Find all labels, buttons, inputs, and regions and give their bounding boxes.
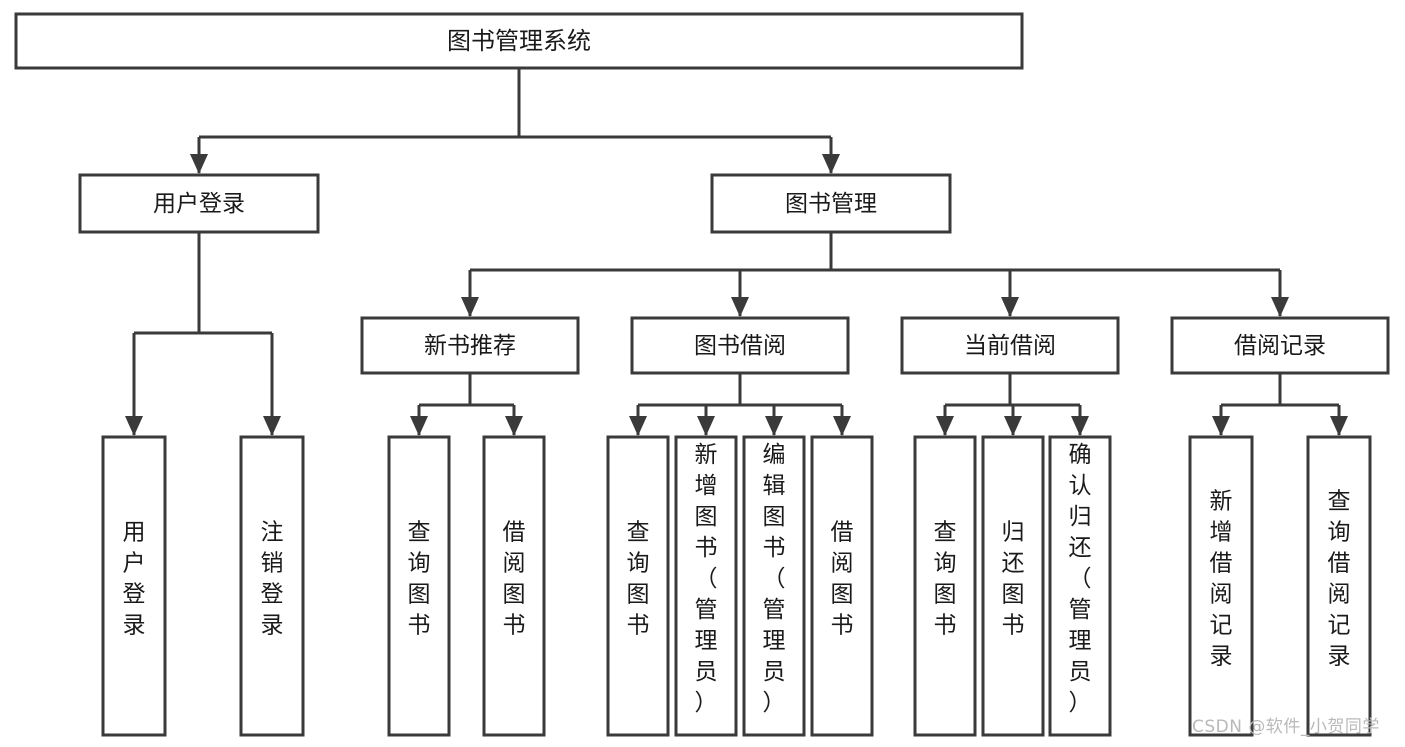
node-leaf-编辑图书管理员-6[interactable]: 编辑图书（管理员） bbox=[742, 435, 806, 737]
node-leaf-借阅图书-7[interactable]: 借阅图书 bbox=[810, 435, 874, 737]
node-box-outline bbox=[1170, 316, 1390, 375]
node-label: 借阅图书 bbox=[503, 520, 526, 639]
node-box-outline bbox=[101, 435, 167, 737]
node-label: 注销登录 bbox=[261, 520, 284, 639]
node-box-outline bbox=[900, 316, 1120, 375]
node-leaf-查询图书-8[interactable]: 查询图书 bbox=[913, 435, 977, 737]
node-level2-借阅记录-3[interactable]: 借阅记录 bbox=[1170, 316, 1390, 375]
node-leaf-确认归还管理员-10[interactable]: 确认归还（管理员） bbox=[1048, 435, 1112, 737]
arrow-head-icon-leaf-4 bbox=[629, 416, 647, 436]
node-level2-当前借阅-2[interactable]: 当前借阅 bbox=[900, 316, 1120, 375]
node-level2-新书推荐-0[interactable]: 新书推荐 bbox=[360, 316, 580, 375]
node-label: 确认归还（管理员） bbox=[1069, 442, 1092, 716]
arrow-head-icon-leaf-6 bbox=[765, 416, 783, 436]
node-level1-用户登录-0[interactable]: 用户登录 bbox=[78, 173, 320, 234]
node-label: 新增图书（管理员） bbox=[695, 442, 718, 716]
node-leaf-注销登录-1[interactable]: 注销登录 bbox=[239, 435, 305, 737]
node-label: 借阅图书 bbox=[831, 520, 854, 639]
node-label: 借阅记录 bbox=[1234, 333, 1326, 359]
node-box-outline bbox=[482, 435, 546, 737]
node-leaf-借阅图书-3[interactable]: 借阅图书 bbox=[482, 435, 546, 737]
node-box-outline bbox=[674, 435, 738, 737]
csdn-watermark: CSDN @软件_小贺同学 bbox=[1192, 717, 1380, 737]
node-box-outline bbox=[387, 435, 451, 737]
node-label: 新增借阅记录 bbox=[1210, 489, 1233, 670]
arrow-head-icon-level2-2 bbox=[1001, 297, 1019, 317]
arrow-head-icon-level2-3 bbox=[1271, 297, 1289, 317]
arrow-head-icon-leaf-0 bbox=[125, 416, 143, 436]
node-box-outline bbox=[1306, 435, 1372, 737]
node-box-outline bbox=[630, 316, 850, 375]
arrow-head-icon-level2-1 bbox=[731, 297, 749, 317]
node-box-outline bbox=[360, 316, 580, 375]
node-label: 当前借阅 bbox=[964, 333, 1056, 359]
arrow-head-icon-leaf-1 bbox=[263, 416, 281, 436]
arrow-head-icon-leaf-5 bbox=[697, 416, 715, 436]
arrow-head-icon-leaf-11 bbox=[1212, 416, 1230, 436]
arrow-head-icon-level1-0 bbox=[190, 154, 208, 174]
node-box-outline bbox=[606, 435, 670, 737]
node-leaf-查询借阅记录-12[interactable]: 查询借阅记录 bbox=[1306, 435, 1372, 737]
connector-edges bbox=[125, 68, 1348, 436]
node-label: 图书管理 bbox=[785, 191, 877, 217]
node-box-outline bbox=[742, 435, 806, 737]
node-label: 查询图书 bbox=[627, 520, 650, 639]
node-box-outline bbox=[239, 435, 305, 737]
node-box-outline bbox=[810, 435, 874, 737]
arrow-head-icon-leaf-10 bbox=[1071, 416, 1089, 436]
node-box-outline bbox=[1188, 435, 1254, 737]
node-label: 图书管理系统 bbox=[447, 27, 591, 55]
arrow-head-icon-leaf-12 bbox=[1330, 416, 1348, 436]
arrow-head-icon-leaf-8 bbox=[936, 416, 954, 436]
node-root-图书管理系统-0[interactable]: 图书管理系统 bbox=[14, 12, 1024, 70]
node-box-outline bbox=[1048, 435, 1112, 737]
arrow-head-icon-leaf-3 bbox=[505, 416, 523, 436]
node-leaf-归还图书-9[interactable]: 归还图书 bbox=[981, 435, 1045, 737]
arrow-head-icon-level1-1 bbox=[822, 154, 840, 174]
arrow-head-icon-leaf-9 bbox=[1004, 416, 1022, 436]
node-label: 新书推荐 bbox=[424, 333, 516, 359]
node-leaf-查询图书-4[interactable]: 查询图书 bbox=[606, 435, 670, 737]
arrow-head-icon-leaf-7 bbox=[833, 416, 851, 436]
node-leaf-用户登录-0[interactable]: 用户登录 bbox=[101, 435, 167, 737]
node-label: 归还图书 bbox=[1002, 520, 1025, 639]
arrow-head-icon-level2-0 bbox=[461, 297, 479, 317]
node-label: 编辑图书（管理员） bbox=[763, 442, 786, 716]
node-label: 查询图书 bbox=[408, 520, 431, 639]
node-label: 用户登录 bbox=[123, 520, 146, 639]
node-leaf-新增图书管理员-5[interactable]: 新增图书（管理员） bbox=[674, 435, 738, 737]
node-level1-图书管理-1[interactable]: 图书管理 bbox=[710, 173, 952, 234]
node-box-outline bbox=[913, 435, 977, 737]
node-label: 查询图书 bbox=[934, 520, 957, 639]
node-label: 用户登录 bbox=[153, 191, 245, 217]
node-label: 图书借阅 bbox=[694, 333, 786, 359]
node-leaf-查询图书-2[interactable]: 查询图书 bbox=[387, 435, 451, 737]
node-label: 查询借阅记录 bbox=[1328, 489, 1351, 670]
arrow-head-icon-leaf-2 bbox=[410, 416, 428, 436]
node-boxes: 图书管理系统用户登录图书管理新书推荐图书借阅当前借阅借阅记录用户登录注销登录查询… bbox=[14, 12, 1390, 737]
node-box-outline bbox=[14, 12, 1024, 70]
node-box-outline bbox=[78, 173, 320, 234]
node-box-outline bbox=[981, 435, 1045, 737]
node-box-outline bbox=[710, 173, 952, 234]
node-leaf-新增借阅记录-11[interactable]: 新增借阅记录 bbox=[1188, 435, 1254, 737]
node-level2-图书借阅-1[interactable]: 图书借阅 bbox=[630, 316, 850, 375]
